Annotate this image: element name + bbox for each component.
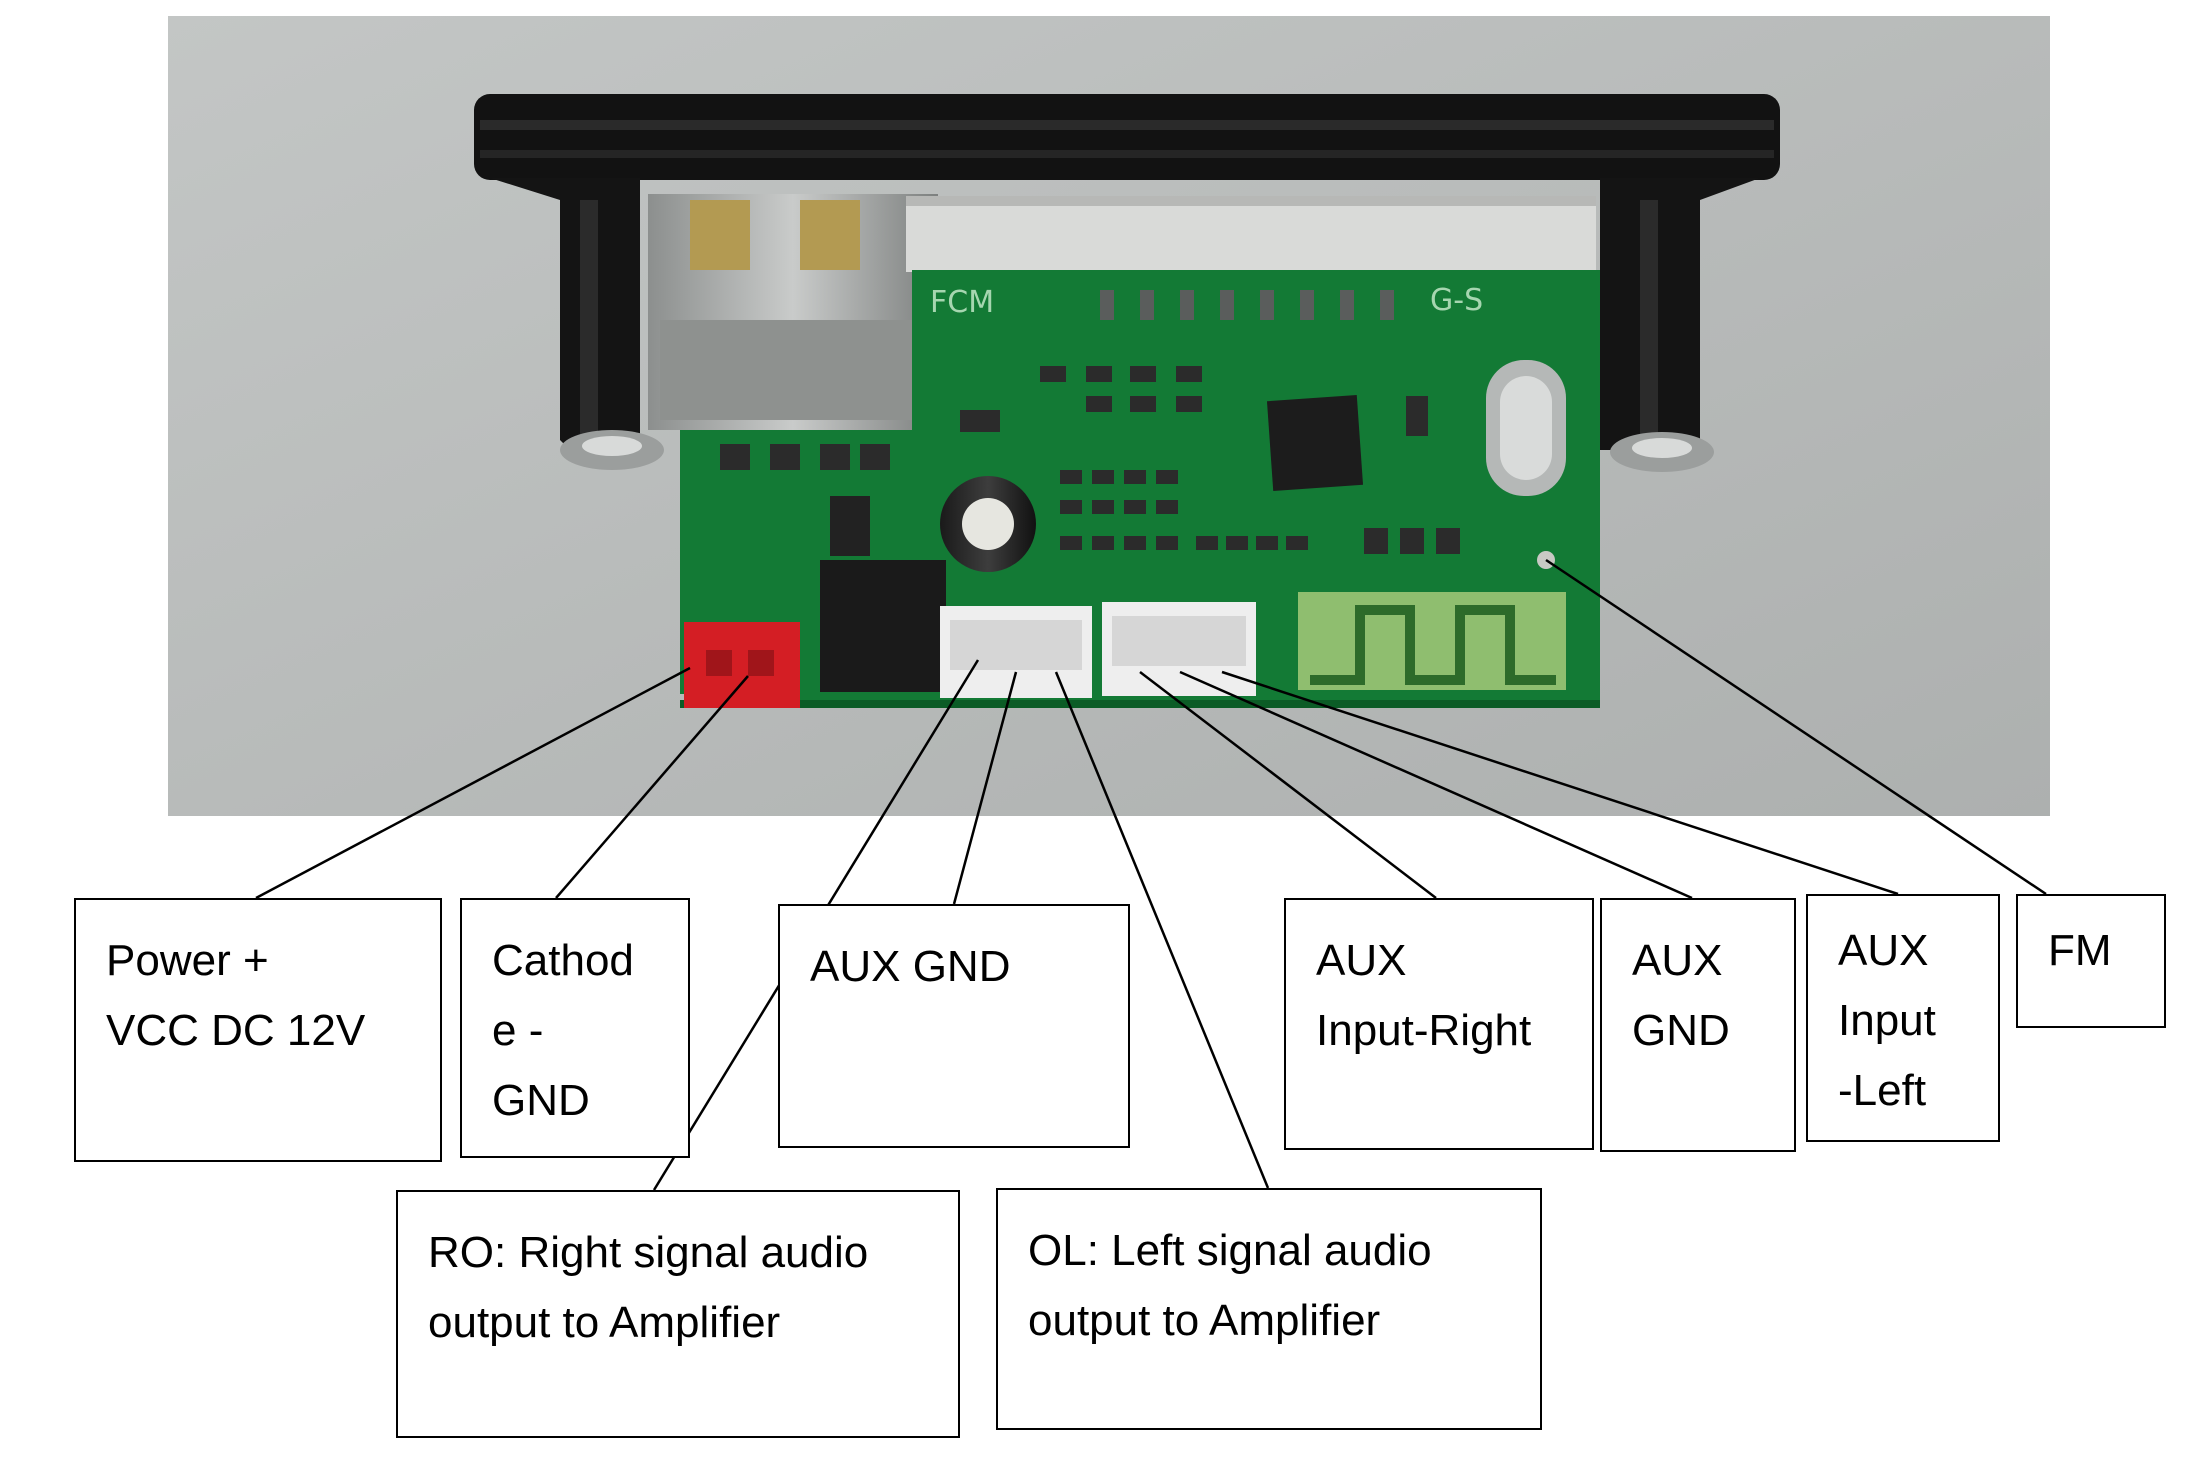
bezel-ridge (480, 120, 1774, 130)
label-line: e - (492, 1006, 544, 1055)
label-line: Input-Right (1316, 1006, 1532, 1055)
label-cathode: Cathod e - GND (460, 898, 690, 1158)
label-line: AUX GND (810, 942, 1011, 991)
label-line: Cathod (492, 936, 634, 985)
smd-components (720, 366, 1460, 554)
crystal-oscillator-top (1500, 376, 1552, 480)
mounting-screw (582, 436, 642, 456)
connector-pin (706, 650, 732, 676)
connector-inner (950, 620, 1082, 670)
capacitor-top (962, 498, 1014, 550)
fm-pad (1537, 551, 1555, 569)
silkscreen-text: FCM (930, 285, 994, 320)
label-line: RO: Right signal audio (428, 1228, 869, 1277)
label-line: GND (1632, 1006, 1730, 1055)
connector-inner (1112, 616, 1246, 666)
label-line: AUX (1632, 936, 1723, 985)
front-bezel (474, 94, 1780, 180)
label-line: GND (492, 1076, 590, 1125)
label-line: Power + (106, 936, 269, 985)
power-connector (684, 622, 800, 708)
label-line: OL: Left signal audio (1028, 1226, 1432, 1275)
main-chip (1266, 394, 1364, 492)
usb-contact (690, 200, 750, 270)
mounting-screw (1632, 438, 1692, 458)
regulator-tab (830, 496, 870, 556)
label-line: VCC DC 12V (106, 1006, 366, 1055)
usb-contact (800, 200, 860, 270)
card-slot-edge (906, 196, 1596, 206)
label-line: -Left (1838, 1066, 1927, 1115)
bezel-ridge (480, 150, 1774, 158)
label-fm: FM (2016, 894, 2166, 1028)
label-aux-input-left: AUX Input -Left (1806, 894, 2000, 1142)
label-line: AUX (1316, 936, 1407, 985)
label-ro: RO: Right signal audio output to Amplifi… (396, 1190, 960, 1438)
label-aux-gnd-right: AUX GND (1600, 898, 1796, 1152)
card-slot (906, 196, 1596, 272)
label-power: Power + VCC DC 12V (74, 898, 442, 1162)
label-line: Input (1838, 996, 1936, 1045)
label-line: output to Amplifier (428, 1298, 781, 1347)
header-pins (1100, 290, 1394, 320)
silkscreen-logo: G-S (1430, 283, 1483, 318)
bezel-rail (1640, 200, 1658, 440)
label-line: AUX (1838, 926, 1929, 975)
label-ol: OL: Left signal audio output to Amplifie… (996, 1188, 1542, 1430)
label-aux-gnd-left: AUX GND (778, 904, 1130, 1148)
label-line: FM (2048, 926, 2112, 975)
pcb-board-edge (680, 700, 1600, 708)
bezel-rail (580, 200, 598, 440)
connector-pin (748, 650, 774, 676)
usb-housing-shadow (660, 320, 930, 420)
label-aux-input-right: AUX Input-Right (1284, 898, 1594, 1150)
bezel-left-side (490, 178, 640, 450)
label-line: output to Amplifier (1028, 1296, 1381, 1345)
voltage-regulator (820, 560, 946, 692)
